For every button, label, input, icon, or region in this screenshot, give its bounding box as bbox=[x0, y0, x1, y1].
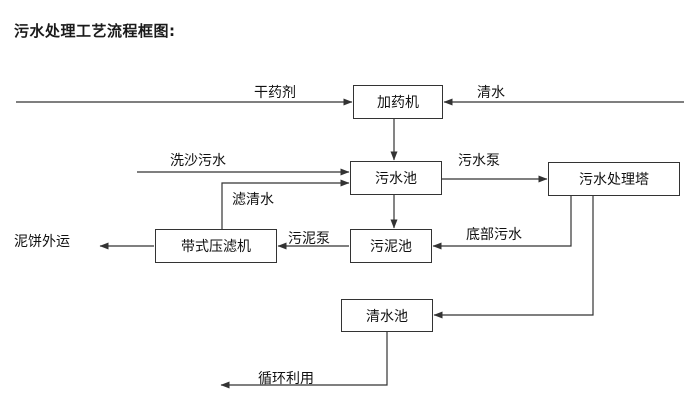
node-treatment-tower-label: 污水处理塔 bbox=[579, 172, 649, 188]
terminal-clean-water-in: 清水 bbox=[477, 85, 505, 101]
node-wastewater-pool[interactable]: 污水池 bbox=[350, 161, 442, 195]
terminal-sand-wash-water: 洗沙污水 bbox=[170, 153, 226, 169]
node-sludge-pool[interactable]: 污泥池 bbox=[350, 229, 432, 263]
terminal-dry-chemical: 干药剂 bbox=[254, 85, 296, 101]
node-dosing-machine-label: 加药机 bbox=[377, 95, 419, 111]
edge-treatment-tower-to-clear-water-pool bbox=[433, 196, 594, 319]
node-clear-water-pool-label: 清水池 bbox=[366, 308, 408, 325]
node-belt-filter-press-label: 带式压滤机 bbox=[181, 239, 251, 255]
edge-label-bottom-sewage: 底部污水 bbox=[466, 227, 522, 243]
node-treatment-tower[interactable]: 污水处理塔 bbox=[548, 162, 680, 196]
node-sludge-pool-label: 污泥池 bbox=[370, 239, 412, 255]
page-title: 污水处理工艺流程框图: bbox=[14, 22, 176, 40]
terminal-mud-cake-out: 泥饼外运 bbox=[14, 234, 70, 250]
edge-label-recycle-reuse: 循环利用 bbox=[258, 371, 314, 387]
edge-label-sewage-pump: 污水泵 bbox=[458, 153, 500, 169]
edge-label-filtered-clear-water: 滤清水 bbox=[232, 192, 274, 208]
node-wastewater-pool-label: 污水池 bbox=[375, 171, 417, 187]
node-dosing-machine[interactable]: 加药机 bbox=[353, 85, 443, 119]
edge-label-sludge-pump: 污泥泵 bbox=[288, 231, 330, 247]
node-belt-filter-press[interactable]: 带式压滤机 bbox=[155, 229, 277, 263]
node-clear-water-pool[interactable]: 清水池 bbox=[341, 299, 433, 332]
